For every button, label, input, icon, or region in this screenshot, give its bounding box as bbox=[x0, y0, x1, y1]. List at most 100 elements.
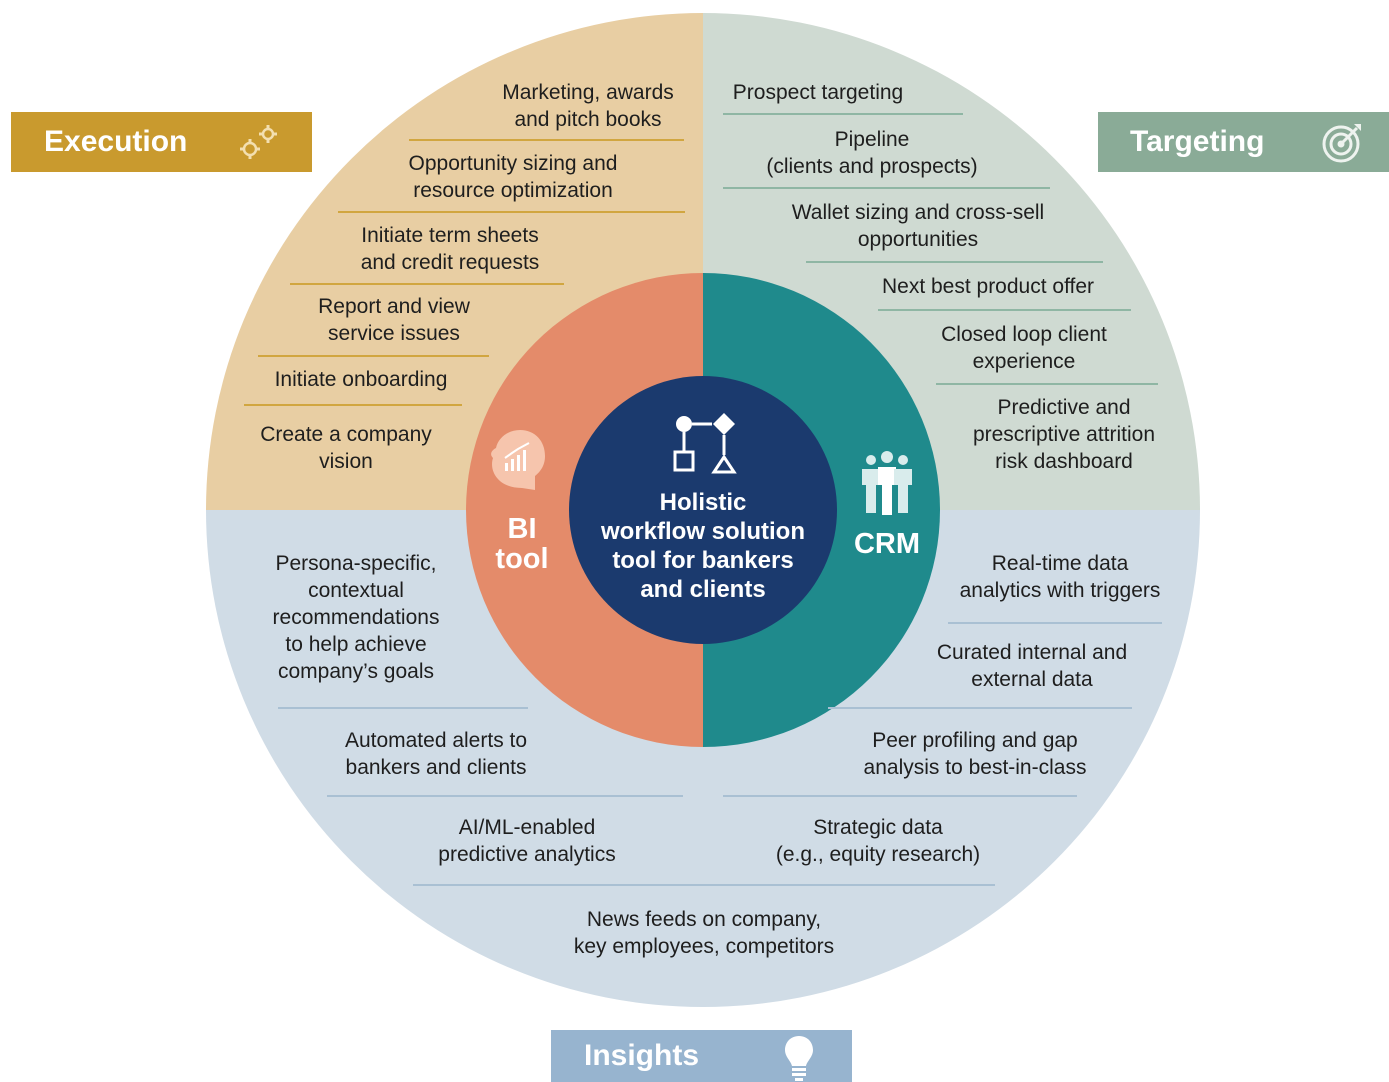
targeting-rule bbox=[723, 187, 1050, 189]
targeting-item: Next best product offer bbox=[858, 273, 1118, 300]
bi-tool-label: BI tool bbox=[481, 514, 563, 574]
execution-item: Create a company vision bbox=[226, 421, 466, 475]
item-line: Initiate term sheets bbox=[361, 224, 539, 247]
bi-tool-label-line: BI bbox=[507, 513, 537, 545]
target-icon bbox=[1322, 124, 1361, 163]
targeting-rule bbox=[878, 309, 1131, 311]
targeting-rule bbox=[723, 113, 963, 115]
targeting-rule bbox=[806, 261, 1103, 263]
item-line: Initiate onboarding bbox=[274, 368, 448, 391]
item-line: analytics with triggers bbox=[959, 579, 1161, 602]
targeting-badge: Targeting bbox=[1098, 112, 1389, 172]
insights-badge: Insights bbox=[551, 1030, 852, 1082]
item-line: predictive analytics bbox=[438, 843, 616, 866]
item-line: bankers and clients bbox=[345, 756, 527, 779]
execution-rule bbox=[258, 355, 489, 357]
people-group-icon bbox=[862, 451, 912, 515]
insights-rule bbox=[948, 622, 1162, 624]
item-line: to help achieve bbox=[285, 633, 427, 656]
insights-rule bbox=[278, 707, 528, 709]
execution-rule bbox=[409, 139, 684, 141]
targeting-rule bbox=[936, 383, 1158, 385]
insights-item: Persona-specific, contextual recommendat… bbox=[236, 550, 476, 685]
center-circle bbox=[569, 376, 837, 644]
item-line: Create a company bbox=[260, 423, 432, 446]
item-line: risk dashboard bbox=[995, 450, 1133, 473]
center-title-line: Holistic bbox=[659, 489, 747, 516]
item-line: Curated internal and bbox=[936, 641, 1128, 664]
targeting-item: Pipeline (clients and prospects) bbox=[732, 126, 1012, 180]
execution-item: Report and view service issues bbox=[274, 293, 514, 347]
item-line: external data bbox=[971, 668, 1093, 691]
head-analytics-icon bbox=[491, 430, 545, 490]
insights-item: Real-time data analytics with triggers bbox=[935, 550, 1185, 604]
item-line: Pipeline bbox=[834, 128, 910, 151]
item-line: (clients and prospects) bbox=[766, 155, 978, 178]
insights-item: Strategic data (e.g., equity research) bbox=[748, 814, 1008, 868]
execution-item: Initiate onboarding bbox=[241, 366, 481, 393]
item-line: prescriptive attrition bbox=[972, 423, 1156, 446]
item-line: Opportunity sizing and bbox=[408, 152, 618, 175]
execution-rule bbox=[244, 404, 462, 406]
insights-rule bbox=[327, 795, 683, 797]
item-line: key employees, competitors bbox=[573, 935, 835, 958]
execution-rule bbox=[290, 283, 564, 285]
insights-half bbox=[206, 510, 1200, 1007]
insights-rule bbox=[413, 884, 995, 886]
execution-badge-label: Execution bbox=[44, 125, 188, 158]
execution-item: Initiate term sheets and credit requests bbox=[320, 222, 580, 276]
item-line: News feeds on company, bbox=[586, 908, 822, 931]
targeting-badge-label: Targeting bbox=[1130, 125, 1265, 158]
center-title: Holistic workflow solution tool for bank… bbox=[573, 488, 833, 604]
insights-item: AI/ML-enabled predictive analytics bbox=[397, 814, 657, 868]
item-line: Report and view bbox=[318, 295, 470, 318]
targeting-item: Closed loop client experience bbox=[914, 321, 1134, 375]
center-title-line: tool for bankers bbox=[612, 547, 794, 574]
insights-rule bbox=[723, 795, 1077, 797]
item-line: Real-time data bbox=[991, 552, 1129, 575]
execution-item: Opportunity sizing and resource optimiza… bbox=[368, 150, 658, 204]
targeting-item: Predictive and prescriptive attrition ri… bbox=[944, 394, 1184, 475]
targeting-item: Prospect targeting bbox=[713, 79, 923, 106]
item-line: and credit requests bbox=[360, 251, 540, 274]
item-line: Predictive and bbox=[997, 396, 1131, 419]
execution-badge: Execution bbox=[11, 112, 312, 172]
bi-tool-label-line: tool bbox=[495, 543, 549, 575]
center-title-line: and clients bbox=[640, 576, 766, 603]
item-line: Peer profiling and gap bbox=[872, 729, 1078, 752]
item-line: contextual bbox=[308, 579, 404, 602]
workflow-icon bbox=[673, 413, 737, 474]
center-title-line: workflow solution bbox=[601, 518, 805, 545]
insights-item: Curated internal and external data bbox=[912, 639, 1152, 693]
insights-item: News feeds on company, key employees, co… bbox=[544, 906, 864, 960]
item-line: Marketing, awards bbox=[502, 81, 674, 104]
item-line: and pitch books bbox=[514, 108, 662, 131]
item-line: Next best product offer bbox=[881, 275, 1095, 298]
item-line: Closed loop client bbox=[941, 323, 1107, 346]
item-line: Automated alerts to bbox=[344, 729, 528, 752]
item-line: Strategic data bbox=[813, 816, 943, 839]
item-line: recommendations bbox=[272, 606, 440, 629]
item-line: Wallet sizing and cross-sell bbox=[791, 201, 1045, 224]
execution-rule bbox=[338, 211, 685, 213]
item-line: AI/ML-enabled bbox=[458, 816, 596, 839]
item-line: (e.g., equity research) bbox=[775, 843, 981, 866]
item-line: resource optimization bbox=[413, 179, 613, 202]
gears-icon bbox=[240, 125, 277, 159]
execution-item: Marketing, awards and pitch books bbox=[470, 79, 706, 133]
insights-item: Automated alerts to bankers and clients bbox=[316, 727, 556, 781]
insights-item: Peer profiling and gap analysis to best-… bbox=[835, 727, 1115, 781]
item-line: analysis to best-in-class bbox=[863, 756, 1087, 779]
item-line: Persona-specific, bbox=[275, 552, 437, 575]
insights-badge-label: Insights bbox=[584, 1039, 700, 1072]
item-line: vision bbox=[319, 450, 373, 473]
item-line: Prospect targeting bbox=[732, 81, 904, 104]
crm-label: CRM bbox=[853, 528, 921, 560]
lightbulb-icon bbox=[785, 1036, 813, 1081]
item-line: company’s goals bbox=[277, 660, 435, 683]
item-line: experience bbox=[972, 350, 1076, 373]
targeting-item: Wallet sizing and cross-sell opportuniti… bbox=[758, 199, 1078, 253]
insights-rule bbox=[828, 707, 1132, 709]
item-line: opportunities bbox=[857, 228, 979, 251]
